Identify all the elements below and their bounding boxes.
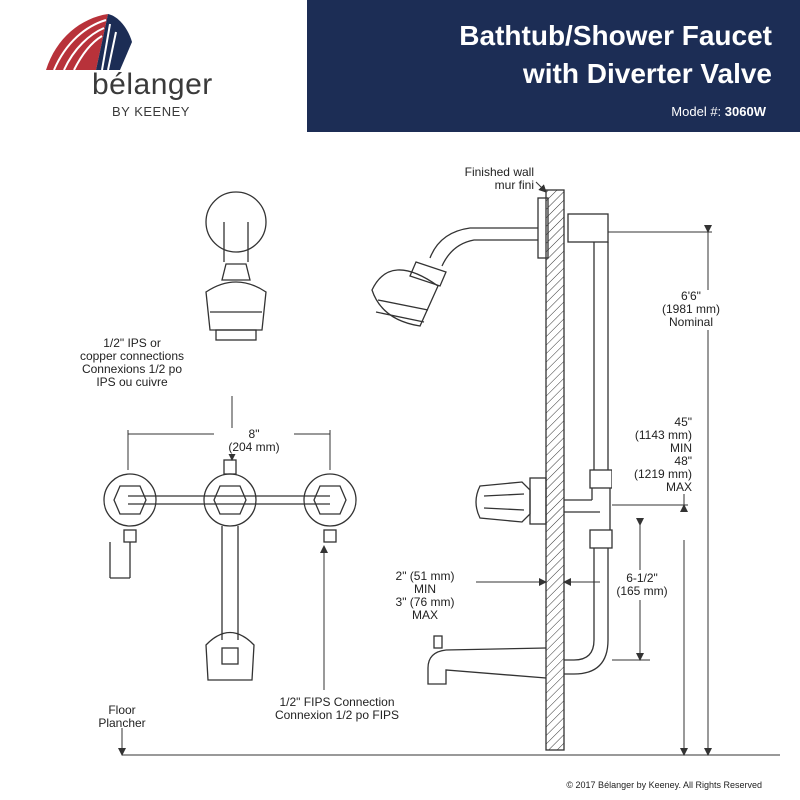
- model-label: Model #: 3060W: [671, 104, 766, 119]
- spout-height-label: 6-1/2"(165 mm): [610, 572, 674, 598]
- height-total-label: 6'6"(1981 mm)Nominal: [656, 290, 726, 329]
- brand-logo: [36, 8, 256, 138]
- wall-section: [545, 189, 565, 751]
- logo-mark-icon: [46, 14, 132, 71]
- front-shower-head: [205, 191, 267, 341]
- brand-name: bélanger: [92, 68, 213, 101]
- side-shower-arm: [371, 197, 549, 327]
- brand-sub: BY KEENEY: [112, 104, 190, 119]
- copyright-footer: © 2017 Bélanger by Keeney. All Rights Re…: [566, 780, 762, 790]
- model-number: 3060W: [724, 104, 766, 119]
- title-banner: Bathtub/Shower Faucet with Diverter Valv…: [307, 0, 800, 132]
- spread-label: 8"(204 mm): [214, 428, 294, 454]
- title-line-1: Bathtub/Shower Faucet: [459, 20, 772, 51]
- title-line-2: with Diverter Valve: [522, 58, 772, 89]
- model-prefix: Model #:: [671, 104, 722, 119]
- side-riser-pipe: [564, 213, 613, 675]
- front-valve-assembly: [103, 459, 357, 681]
- side-tub-spout: [427, 635, 547, 685]
- side-valve-handle: [475, 477, 547, 525]
